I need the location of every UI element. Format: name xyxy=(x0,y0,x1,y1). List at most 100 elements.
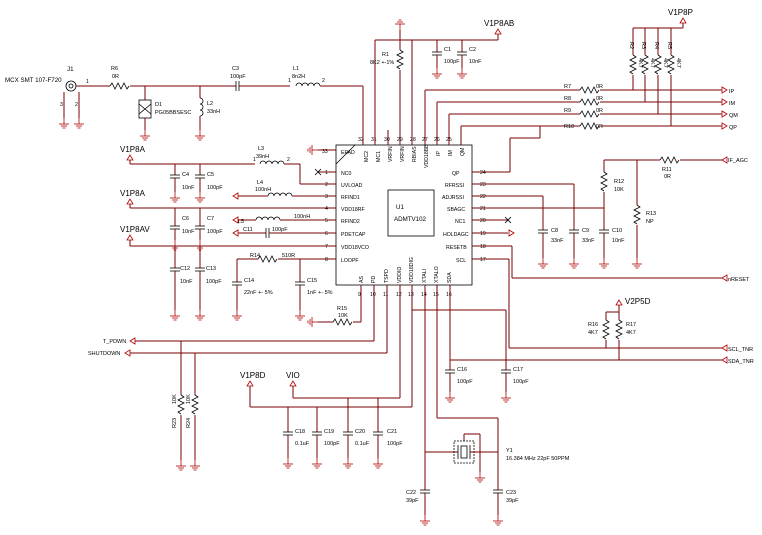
capacitor-c18[interactable]: C18 0.1uF xyxy=(282,429,310,447)
port-nreset[interactable]: nRESET xyxy=(721,274,750,283)
capacitor-c17[interactable]: C17 100pF xyxy=(500,367,529,385)
ground-icon xyxy=(175,459,187,471)
resistor-r4[interactable]: R4 4K7 xyxy=(653,42,668,75)
diode-d1[interactable]: D1 PG05BBSESC xyxy=(138,99,191,119)
resistor-r16[interactable]: R16 4K7 xyxy=(588,319,610,340)
svg-text:100nH: 100nH xyxy=(294,214,310,220)
pin-name-1: NC0 xyxy=(341,171,351,177)
svg-text:L5: L5 xyxy=(238,219,244,225)
port-qm[interactable]: QM xyxy=(721,110,738,119)
capacitor-c4[interactable]: C4 10nF xyxy=(169,172,195,191)
resistor-r10[interactable]: R10 0R xyxy=(564,122,603,130)
capacitor-c13[interactable]: C13 100pF xyxy=(194,266,222,285)
pin-num-23: 23 xyxy=(480,182,486,188)
inductor-l4[interactable]: L4 100nH xyxy=(255,180,293,197)
port-scl-tnr[interactable]: SCL_TNR xyxy=(721,344,753,353)
capacitor-c19[interactable]: C19 100pF xyxy=(311,429,340,447)
rail-vio: VIO xyxy=(286,371,300,387)
ic-u1[interactable]: U1 ADMTV102 xyxy=(335,144,473,286)
capacitor-c16[interactable]: C16 100pF xyxy=(444,367,473,385)
capacitor-c10[interactable]: C10 10nF xyxy=(598,228,625,244)
resistor-r6[interactable]: R6 0R xyxy=(109,66,130,90)
resistor-r13[interactable]: R13 NP xyxy=(633,204,656,225)
resistor-r5[interactable]: R5 4K7 xyxy=(666,42,681,75)
capacitor-c6[interactable]: C6 10nF xyxy=(169,216,195,235)
svg-text:33nF: 33nF xyxy=(582,238,595,244)
capacitor-c2[interactable]: C2 10nF xyxy=(456,47,482,65)
pin-name-24: QP xyxy=(452,171,460,177)
capacitor-c5[interactable]: C5 100pF xyxy=(194,172,223,191)
svg-text:C19: C19 xyxy=(324,429,334,435)
rail-v1p8a-2: V1P8A xyxy=(120,189,146,205)
svg-text:QP: QP xyxy=(729,125,737,131)
resistor-r2[interactable]: R2 4K7 xyxy=(628,42,643,75)
inductor-l3[interactable]: L3 39nH 1 2 xyxy=(253,146,290,165)
svg-text:0R: 0R xyxy=(596,96,603,102)
capacitor-c12[interactable]: C12 10nF xyxy=(169,266,193,285)
svg-text:R15: R15 xyxy=(337,306,347,312)
ground-icon xyxy=(194,129,206,141)
resistor-r1[interactable]: R1 8K2 +-1% xyxy=(370,49,404,70)
svg-text:C22: C22 xyxy=(406,490,416,496)
svg-text:C12: C12 xyxy=(180,266,190,272)
svg-text:0R: 0R xyxy=(596,124,603,130)
resistor-r15[interactable]: R15 10K xyxy=(332,306,353,326)
svg-text:100pF: 100pF xyxy=(272,227,288,233)
resistor-r12[interactable]: R12 10K xyxy=(600,171,624,193)
svg-text:100pF: 100pF xyxy=(444,59,460,65)
j1-pin1: 1 xyxy=(86,79,89,85)
capacitor-c3[interactable]: C3 100pF xyxy=(230,66,246,92)
arrow-icon xyxy=(232,192,239,200)
resistor-r3[interactable]: R3 4K7 xyxy=(640,42,655,75)
resistor-r11[interactable]: R11 0R xyxy=(659,156,680,180)
port-if-agc[interactable]: IF_AGC xyxy=(721,156,748,164)
resistor-r8[interactable]: R8 0R xyxy=(564,96,603,106)
svg-text:39pF: 39pF xyxy=(506,498,519,504)
capacitor-c23[interactable]: C23 39pF xyxy=(492,489,519,504)
ground-icon xyxy=(631,257,643,269)
capacitor-c15[interactable]: C15 1nF +- 5% xyxy=(294,278,333,296)
capacitor-c22[interactable]: C22 39pF xyxy=(406,489,431,504)
svg-text:1: 1 xyxy=(253,157,256,163)
inductor-l2[interactable]: L2 33nH xyxy=(199,97,220,117)
capacitor-c7[interactable]: C7 100pF xyxy=(194,216,223,235)
port-im[interactable]: IM xyxy=(721,98,736,107)
port-sda-tnr[interactable]: SDA_TNR xyxy=(721,356,754,365)
svg-text:R6: R6 xyxy=(111,66,118,72)
capacitor-c8[interactable]: C8 33nF xyxy=(537,228,564,244)
resistor-r14[interactable]: R14 510R xyxy=(250,253,295,263)
inductor-l1[interactable]: L1 8n2H 1 2 xyxy=(288,66,325,87)
ground-icon xyxy=(444,391,456,403)
capacitor-c14[interactable]: C14 22nF +- 5% xyxy=(231,278,273,296)
port-qp[interactable]: QP xyxy=(721,122,737,131)
pin-num-18: 18 xyxy=(480,244,486,250)
svg-text:V1P8D: V1P8D xyxy=(240,371,266,380)
svg-text:100pF: 100pF xyxy=(387,441,403,447)
svg-text:nRESET: nRESET xyxy=(728,277,750,283)
resistor-r23[interactable]: R23 10K xyxy=(172,394,185,428)
ic-left-pins: EPAD 33 NC0 1 UVLOAD 2 RFIND1 3 VDD18RF … xyxy=(322,149,369,264)
pin-num-16: 16 xyxy=(446,292,452,298)
capacitor-c1[interactable]: C1 100pF xyxy=(431,47,460,65)
capacitor-c21[interactable]: C21 100pF xyxy=(372,429,403,447)
port-t-pdwn[interactable]: T_PDWN xyxy=(103,337,136,345)
port-shutdown[interactable]: SHUTDOWN xyxy=(88,349,131,357)
inductor-l5[interactable]: L5 100nH xyxy=(238,214,310,225)
connector-j1[interactable]: J1 MCX SMT 107-F720 1 3 2 xyxy=(5,66,89,118)
resistor-r9[interactable]: R9 0R xyxy=(564,108,603,118)
ground-icon xyxy=(307,144,319,156)
resistor-r17[interactable]: R17 4K7 xyxy=(615,319,636,340)
resistor-r24[interactable]: R24 10K xyxy=(186,394,199,428)
ground-icon xyxy=(598,257,610,269)
capacitor-c9[interactable]: C9 33nF xyxy=(568,228,595,244)
pin-name-12: VDDIO xyxy=(397,267,403,283)
capacitor-c20[interactable]: C20 0.1uF xyxy=(342,429,370,447)
svg-text:C16: C16 xyxy=(457,367,467,373)
svg-text:VIO: VIO xyxy=(286,371,300,380)
resistor-r7[interactable]: R7 0R xyxy=(564,84,603,94)
svg-text:R4: R4 xyxy=(653,42,659,49)
port-ip[interactable]: IP xyxy=(721,86,735,95)
svg-text:R2: R2 xyxy=(628,42,634,49)
capacitor-c11[interactable]: C11 100pF xyxy=(243,227,288,239)
svg-text:V1P8A: V1P8A xyxy=(120,145,146,154)
